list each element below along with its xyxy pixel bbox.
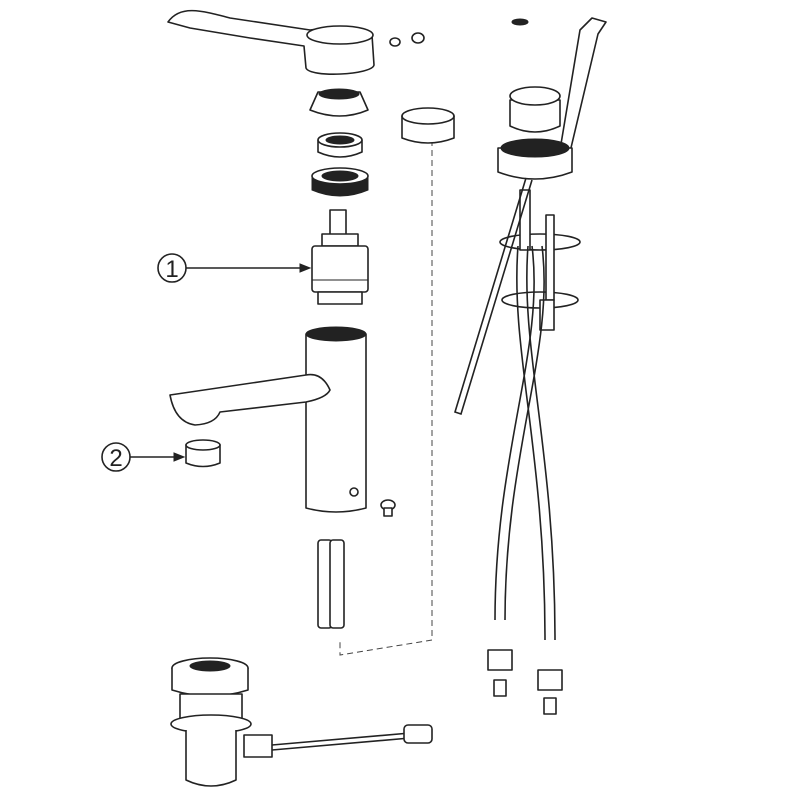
threaded-ring: [311, 167, 369, 197]
dome-cap: [309, 88, 369, 117]
connection-pipes: [317, 539, 345, 629]
flexible-hoses: [487, 245, 563, 715]
small-screws: [389, 18, 529, 47]
set-screw: [380, 499, 396, 517]
callout-2-number: 2: [109, 445, 122, 472]
assembly-guide-line: [339, 140, 433, 656]
aerator: [185, 439, 221, 468]
pop-up-waste: [170, 657, 433, 787]
pull-rod: [454, 177, 533, 416]
lever-handle: [167, 9, 375, 75]
cartridge: [311, 209, 369, 305]
mounting-bracket: [499, 189, 581, 331]
callout-1-number: 1: [165, 256, 178, 283]
extension-lever: [497, 17, 607, 180]
callout-2: 2: [101, 442, 186, 472]
callout-1: 1: [157, 253, 312, 283]
faucet-body: [169, 326, 367, 513]
top-cap: [401, 107, 455, 144]
locking-nut: [317, 132, 363, 158]
